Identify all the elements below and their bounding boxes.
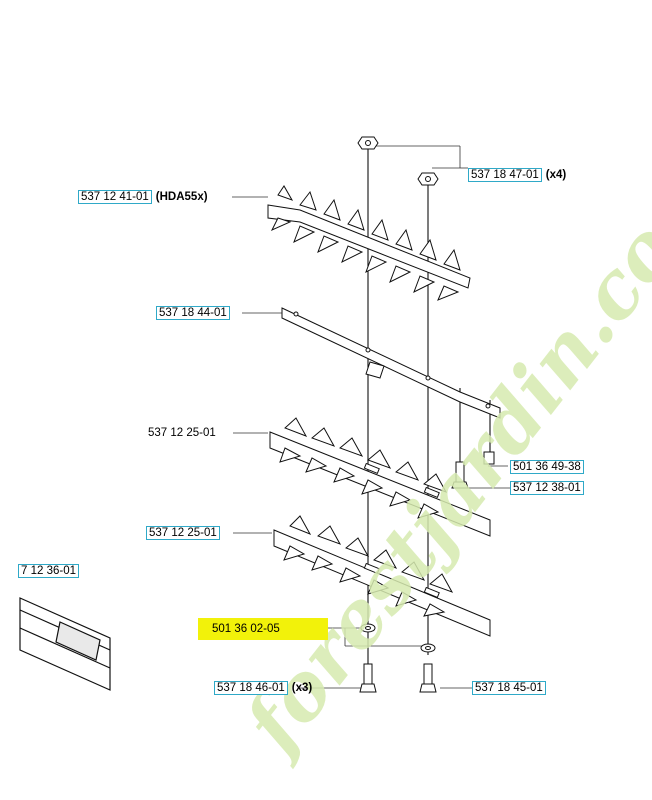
washer-icon [360,623,436,653]
highlight-bar [198,618,328,640]
part-label-537-12-25-01-lower[interactable]: 537 12 25-01 [146,526,220,540]
part-number[interactable]: 537 18 47-01 [468,168,542,182]
part-label-501-36-02-05[interactable]: 501 36 02-05 [212,622,280,636]
part-number[interactable]: 501 36 49-38 [510,460,584,474]
part-number[interactable]: 7 12 36-01 [18,564,79,578]
middle-blade-icon [269,417,491,537]
part-label-501-36-49-38[interactable]: 501 36 49-38 [510,460,584,474]
part-number[interactable]: 537 18 45-01 [472,681,546,695]
part-number[interactable]: 537 18 44-01 [156,306,230,320]
part-label-537-12-38-01[interactable]: 537 12 38-01 [510,481,584,495]
part-number[interactable]: 537 12 25-01 [148,427,216,439]
blade-guard-icon [19,597,111,691]
part-label-537-18-46-01[interactable]: 537 18 46-01(x3) [214,681,312,695]
part-label-537-12-41-01[interactable]: 537 12 41-01(HDA55x) [78,190,208,204]
part-note: (x3) [291,682,313,694]
connecting-bar-icon [281,307,501,419]
part-note: (x4) [545,169,567,181]
leader-lines [232,145,510,689]
part-label-7-12-36-01[interactable]: 7 12 36-01 [18,564,79,578]
part-number[interactable]: 537 12 38-01 [510,481,584,495]
lower-blade-icon [273,515,491,637]
part-label-537-18-44-01[interactable]: 537 18 44-01 [156,306,230,320]
part-label-537-18-47-01[interactable]: 537 18 47-01(x4) [468,168,566,182]
part-number[interactable]: 537 12 41-01 [78,190,152,204]
part-number[interactable]: 537 18 46-01 [214,681,288,695]
part-label-537-18-45-01[interactable]: 537 18 45-01 [472,681,546,695]
part-number[interactable]: 501 36 02-05 [212,623,280,635]
part-number[interactable]: 537 12 25-01 [146,526,220,540]
screw-icon [359,451,495,693]
part-label-537-12-25-01-upper[interactable]: 537 12 25-01 [148,426,216,440]
nut-icon [357,136,439,186]
part-note: (HDA55x) [155,191,208,203]
upper-blade-icon [267,185,471,301]
